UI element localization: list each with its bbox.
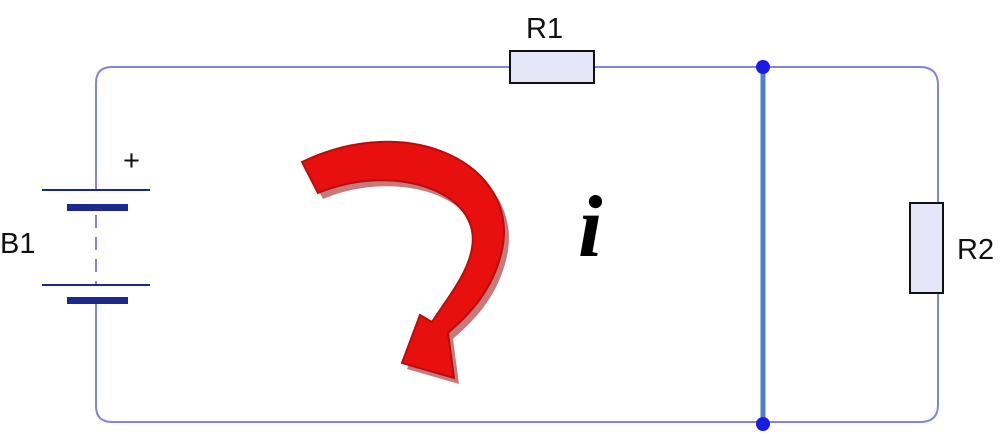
b1-plus-sign: + (123, 145, 140, 177)
wire-top-left (95, 66, 510, 190)
current-direction-arrow-icon (300, 140, 509, 384)
node-top (756, 60, 770, 74)
resistor-r2 (909, 202, 944, 294)
r1-label: R1 (526, 13, 563, 45)
wire-right-lower (95, 293, 939, 423)
r2-label: R2 (957, 234, 994, 266)
current-label: i (578, 179, 603, 276)
arrow-body (300, 140, 505, 380)
wire-top-right (594, 66, 939, 203)
wires (95, 66, 939, 423)
node-bottom (756, 417, 770, 431)
resistor-r1 (509, 50, 595, 84)
battery-short-plate-top (67, 204, 128, 211)
b1-label: B1 (0, 228, 35, 260)
battery-b1 (42, 189, 150, 304)
battery-short-plate-bottom (67, 297, 128, 304)
